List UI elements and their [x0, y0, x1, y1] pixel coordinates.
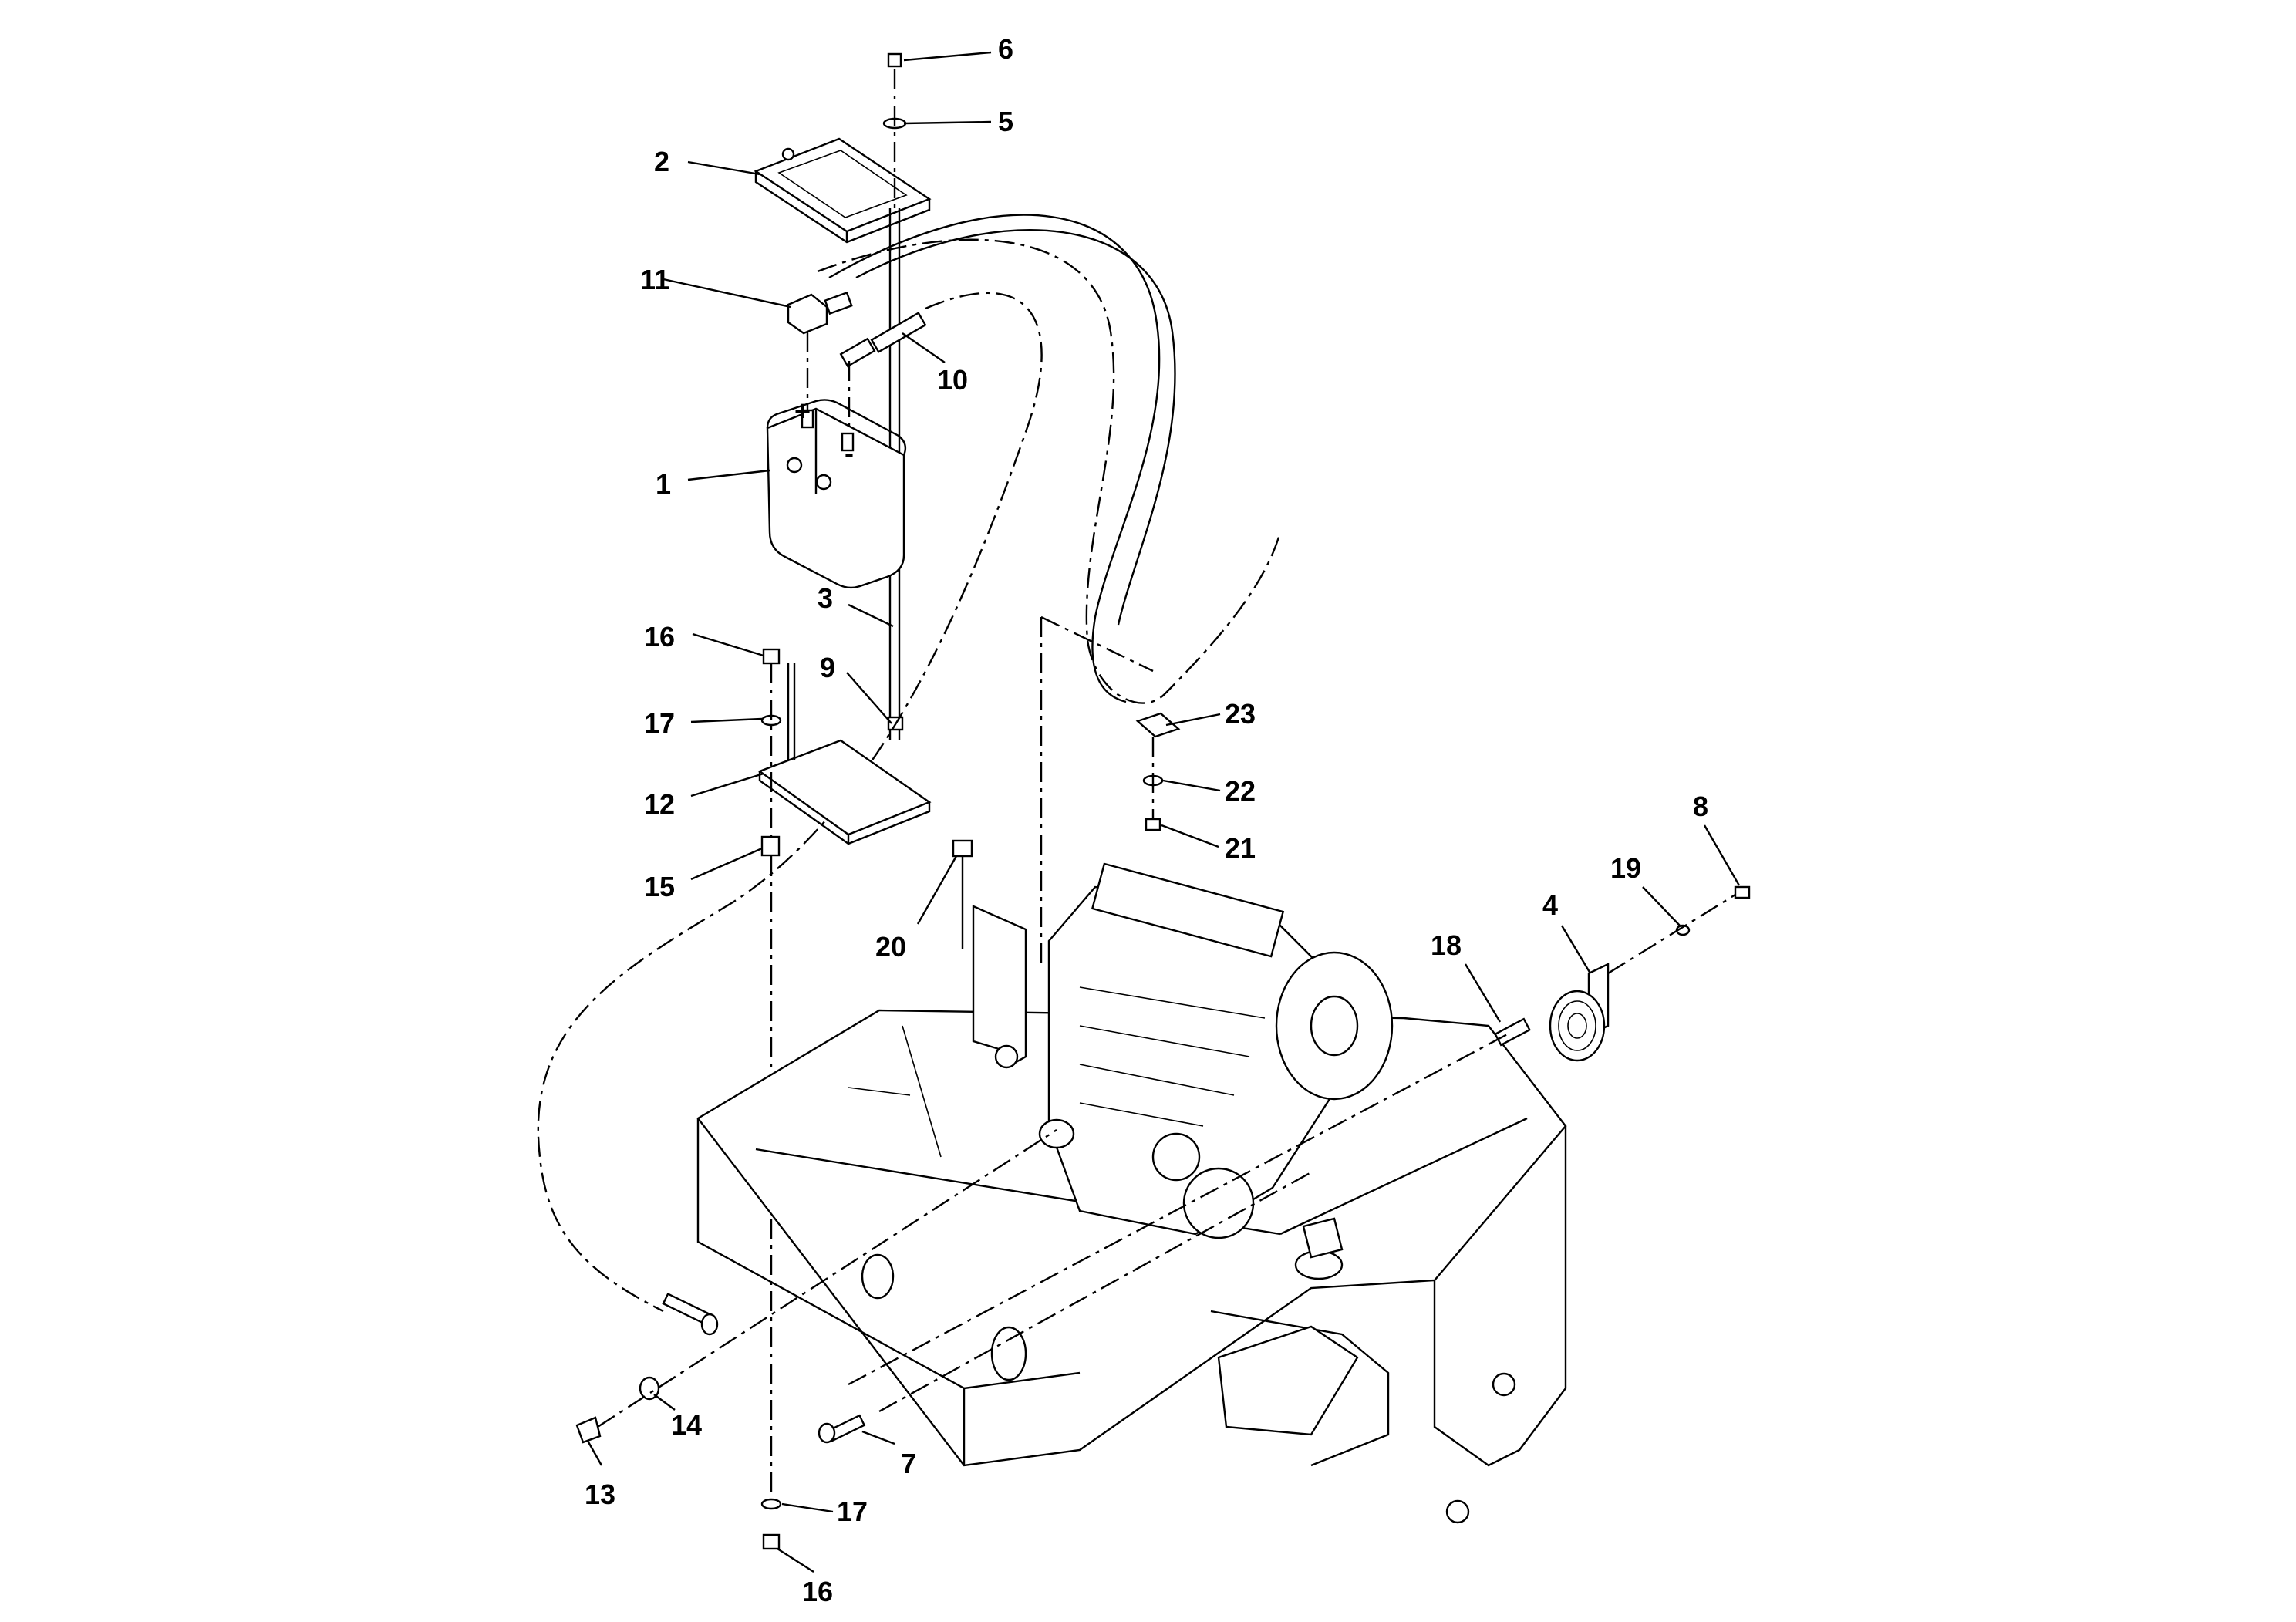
- callout-8: 8: [1693, 791, 1708, 822]
- callout-4: 4: [1542, 889, 1558, 921]
- callout-3: 3: [818, 582, 833, 614]
- callout-6: 6: [998, 33, 1013, 65]
- callout-12: 12: [644, 788, 675, 820]
- horn: [1549, 885, 1751, 1062]
- leader-lines: [586, 51, 1741, 1573]
- callout-15: 15: [644, 871, 675, 902]
- svg-text:-: -: [845, 437, 854, 469]
- callout-16-upper: 16: [644, 621, 675, 653]
- callout-5: 5: [998, 106, 1013, 137]
- battery-tray: [757, 648, 932, 1550]
- callout-2: 2: [654, 146, 669, 177]
- battery-cables: [537, 214, 1282, 1313]
- callout-22: 22: [1225, 775, 1256, 807]
- engine-bracket: [952, 839, 1027, 1069]
- callout-numbers: 6 5 2 11 10 1 3 9 16 17 12 15 23 22 21 2…: [585, 33, 1708, 1607]
- callout-1: 1: [656, 468, 671, 500]
- hold-down-rod-assembly: [882, 52, 907, 740]
- callout-21: 21: [1225, 832, 1256, 864]
- callout-18: 18: [1431, 929, 1462, 961]
- callout-11: 11: [640, 264, 669, 295]
- cable-clamp-assembly: [1040, 615, 1181, 964]
- callout-10: 10: [937, 364, 968, 396]
- callout-19: 19: [1610, 852, 1641, 884]
- machine-frame: [696, 1009, 1567, 1524]
- negative-cable-terminal: [839, 312, 927, 433]
- battery: + -: [766, 395, 907, 589]
- callout-20: 20: [875, 931, 906, 963]
- callout-23: 23: [1225, 698, 1256, 730]
- engine: [1038, 862, 1394, 1239]
- cable-end-hardware: [575, 1128, 1057, 1444]
- positive-cable-terminal: [787, 291, 853, 410]
- callout-13: 13: [585, 1479, 615, 1510]
- callout-9: 9: [820, 652, 835, 683]
- callout-16-lower: 16: [802, 1576, 833, 1607]
- callout-14: 14: [671, 1409, 702, 1441]
- callout-17-upper: 17: [644, 707, 675, 739]
- harness-spacer-and-bolts: [818, 1017, 1531, 1444]
- battery-hold-down-frame: [754, 137, 932, 244]
- svg-text:+: +: [794, 395, 811, 427]
- callout-17-lower: 17: [837, 1496, 868, 1527]
- callout-7: 7: [901, 1448, 916, 1479]
